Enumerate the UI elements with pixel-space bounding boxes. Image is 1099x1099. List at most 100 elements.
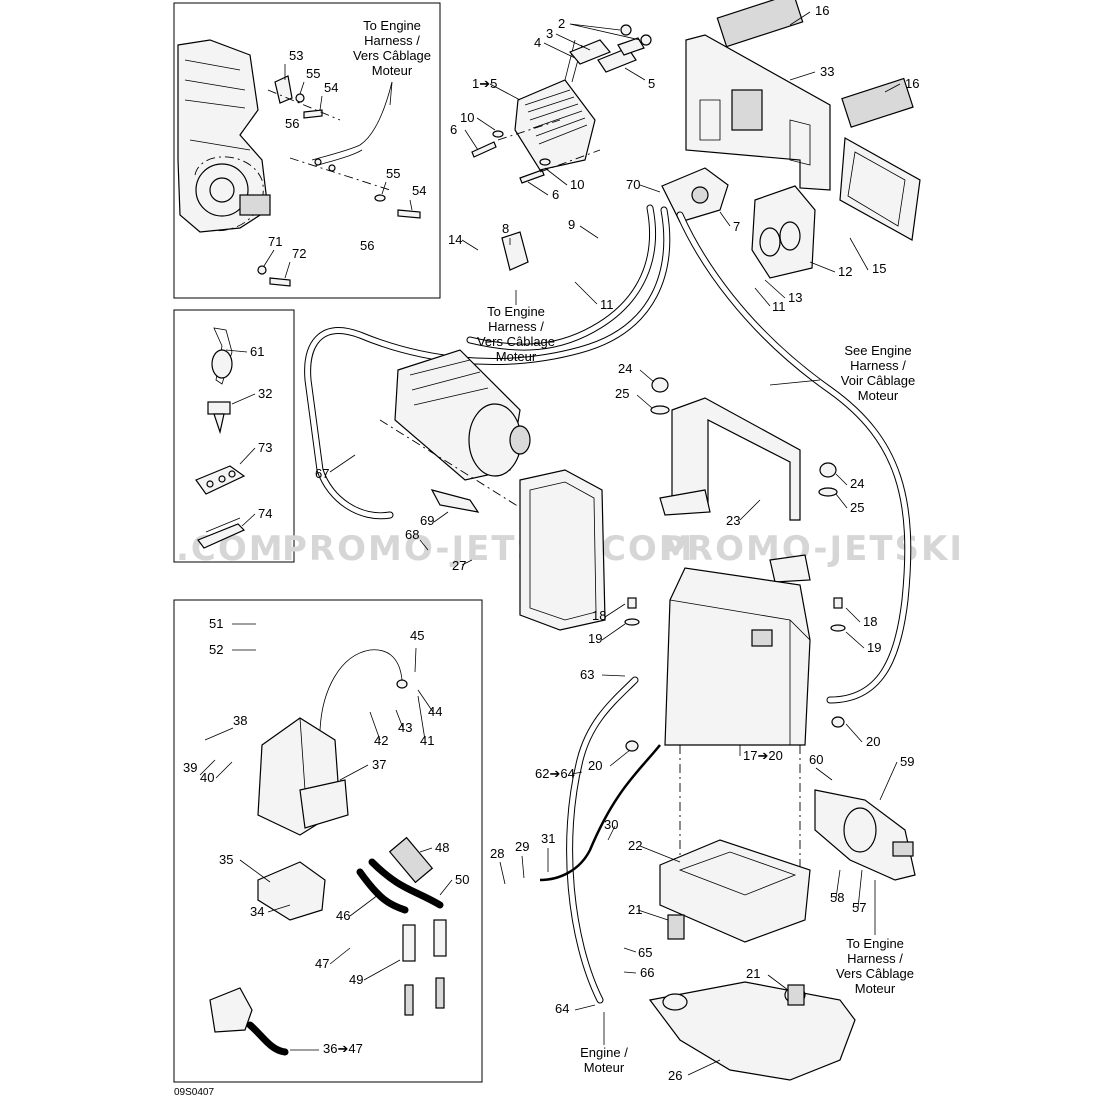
callout-label: 41 [420,733,434,748]
callout-label: 46 [336,908,350,923]
callout-label: 56 [285,116,299,131]
cover-15 [839,137,921,241]
callout-label: 20 [588,758,602,773]
callout-label: 2 [558,16,565,31]
svg-text:Moteur: Moteur [372,63,413,78]
battery-tray-22 [659,839,811,943]
callout-label: 39 [183,760,197,775]
callout-label: 53 [289,48,303,63]
battery-base-26 [648,914,856,1081]
callout-label: 31 [541,831,555,846]
callout-label: 10 [570,177,584,192]
svg-text:To Engine: To Engine [363,18,421,33]
callout-label: 43 [398,720,412,735]
callout-label: 23 [726,513,740,528]
callout-label: 37 [372,757,386,772]
callout-label: 19 [867,640,881,655]
note-arrow-see [769,379,821,386]
callout-label: 10 [460,110,474,125]
callout-label: 66 [640,965,654,980]
svg-text:Vers Câblage: Vers Câblage [836,966,914,981]
coil-bracket-35 [257,861,326,921]
callout-label: 24 [618,361,632,376]
callout-label: 69 [420,513,434,528]
callout-label: 55 [386,166,400,181]
callout-label: 59 [900,754,914,769]
callout-label: 13 [788,290,802,305]
callout-label: 30 [604,817,618,832]
callout-label: 24 [850,476,864,491]
callout-label: 5 [648,76,655,91]
terminal-block-12 [751,185,816,279]
callout-label: 42 [374,733,388,748]
note-see-engine-harness: See Engine Harness / Voir Câblage Moteur [841,343,915,403]
callout-label: 36➔47 [323,1041,363,1056]
callout-label: 11 [772,299,786,314]
svg-text:Voir Câblage: Voir Câblage [841,373,915,388]
callout-label: 35 [219,852,233,867]
callout-label: 72 [292,246,306,261]
callout-label: 27 [452,558,466,573]
callout-label: 49 [349,972,363,987]
callout-label: 26 [668,1068,682,1083]
ignition-coil-inset-frame [173,599,483,1083]
callout-label: 62➔64 [535,766,575,781]
coil-assembly-36-47 [209,987,289,1056]
callout-label: 17➔20 [743,748,783,763]
cable-holder-73 [195,465,246,495]
small-parts-inset-frame [173,309,295,563]
callout-label: 25 [850,500,864,515]
callout-label: 52 [209,642,223,657]
callout-label: 65 [638,945,652,960]
callout-label: 50 [455,872,469,887]
cable-tie-61 [211,327,233,385]
callout-label: 12 [838,264,852,279]
callout-label: 19 [588,631,602,646]
battery-17 [664,567,811,920]
mounting-plate-33 [685,0,914,191]
fuse-holder-8 [501,231,529,271]
svg-text:Harness /: Harness / [488,319,544,334]
push-clip-32 [207,401,231,435]
callout-label: 54 [412,183,426,198]
spark-plug-wires [356,836,447,1016]
voltage-regulator [514,39,596,171]
svg-text:See Engine: See Engine [844,343,911,358]
callout-label: 38 [233,713,247,728]
callout-label: 63 [580,667,594,682]
callout-label: 40 [200,770,214,785]
callout-label: 28 [490,846,504,861]
callout-label: 33 [820,64,834,79]
callout-label: 6 [552,187,559,202]
callout-label: 70 [626,177,640,192]
starter-solenoid-7 [661,167,729,223]
callout-label: 18 [863,614,877,629]
engine-block-drawing [177,39,271,233]
callout-label: 71 [268,234,282,249]
callout-label: 25 [615,386,629,401]
svg-text:Harness /: Harness / [850,358,906,373]
callout-label: 48 [435,840,449,855]
battery-bolts [624,597,846,752]
svg-text:Moteur: Moteur [855,981,896,996]
callout-label: 47 [315,956,329,971]
drawing-code: 09S0407 [174,1087,214,1098]
note-engine-harness-top: To Engine Harness / Vers Câblage Moteur [353,18,431,78]
starter-cover-27 [519,469,606,631]
callout-label: 15 [872,261,886,276]
leader-lines [199,11,901,1076]
callout-label: 18 [592,608,606,623]
callout-label: 1➔5 [472,76,497,91]
callout-label: 68 [405,527,419,542]
svg-text:Engine /: Engine / [580,1045,628,1060]
callout-label: 73 [258,440,272,455]
callout-label: 67 [315,466,329,481]
callout-label: 20 [866,734,880,749]
callout-label: 4 [534,35,541,50]
svg-text:Moteur: Moteur [858,388,899,403]
svg-text:To Engine: To Engine [487,304,545,319]
note-engine: Engine / Moteur [580,1045,628,1075]
callout-label: 11 [600,297,614,312]
engine-mount-inset-frame [173,2,441,299]
